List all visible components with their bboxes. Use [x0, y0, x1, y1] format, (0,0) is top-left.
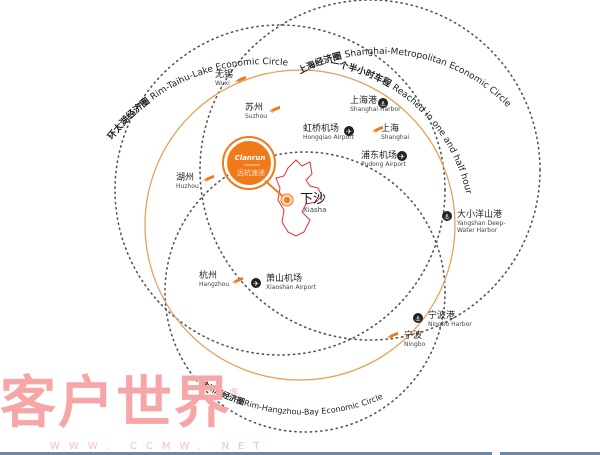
hongqiao-airplane-icon: ✈ — [344, 126, 354, 136]
logo-cn: 远杭速递 — [237, 168, 265, 177]
yangshan-cn: 大小洋山港 — [457, 210, 503, 220]
watermark-text: 客户世界 — [0, 371, 232, 436]
svg-text:✈: ✈ — [399, 153, 405, 161]
hangzhou-en: Hangzhou — [199, 281, 230, 288]
xiasha-marker — [284, 197, 290, 203]
xiasha-en: Xiasha — [303, 206, 327, 214]
shanghai-en: Shanghai — [381, 134, 410, 141]
taihu-circle-title: 环太湖经济圈 Rim-Taihu-Lake Economic Circle — [106, 57, 289, 142]
place-ningbo-harbor: 宁波港 Ningbo Harbor — [428, 312, 472, 328]
svg-text:⚓: ⚓ — [380, 100, 386, 108]
place-hangzhou: 杭州 Hangzhou — [199, 272, 229, 288]
svg-text:⚓: ⚓ — [415, 315, 421, 323]
wuxi-en: Wuxi — [215, 80, 230, 87]
xiaoshan-cn: 萧山机场 — [266, 274, 303, 284]
bottom-border-right — [500, 452, 600, 455]
svg-text:✈: ✈ — [253, 280, 259, 288]
icons-layer: ⚓ ✈ ✈ ⚓ ✈ ⚓ — [203, 76, 452, 340]
place-yangshan-harbor: 大小洋山港 Yangshan Deep- Water Harbor — [457, 211, 505, 234]
ningbo-en: Ningbo — [404, 341, 426, 348]
huzhou-city-bird-icon — [203, 175, 214, 183]
suzhou-cn: 苏州 — [245, 103, 264, 113]
place-huzhou: 湖州 Huzhou — [176, 174, 199, 190]
hongqiao-cn: 虹桥机场 — [303, 124, 340, 134]
shanghai-cn: 上海 — [381, 124, 400, 134]
pudong-cn: 浦东机场 — [361, 151, 398, 161]
svg-text:⚓: ⚓ — [444, 213, 450, 221]
logo-sub: LOGISTICS — [244, 163, 260, 167]
logo-brand: Clanrun — [235, 154, 266, 162]
place-shanghai-harbor: 上海港 Shanghai Harbor — [350, 97, 401, 113]
xiasha-district-outline — [275, 159, 323, 237]
shanghai-harbor-en: Shanghai Harbor — [350, 106, 401, 113]
xiaoshan-airplane-icon: ✈ — [251, 278, 261, 288]
place-xiaoshan-airport: 萧山机场 Xiaoshan Airport — [266, 275, 316, 291]
logo-badge-outer — [222, 136, 276, 190]
route-circle — [144, 69, 456, 381]
watermark-registered: ® — [229, 387, 239, 398]
ningbo-harbor-anchor-icon: ⚓ — [413, 313, 423, 323]
huzhou-en: Huzhou — [176, 183, 199, 190]
shanghai-harbor-cn: 上海港 — [350, 96, 378, 106]
yangshan-anchor-icon: ⚓ — [442, 211, 452, 221]
suzhou-city-bird-icon — [269, 106, 280, 114]
pudong-airplane-icon: ✈ — [397, 151, 407, 161]
ningbo-city-bird-icon — [387, 332, 398, 340]
svg-text:✈: ✈ — [346, 128, 352, 136]
shanghai-city-bird-icon — [372, 126, 383, 134]
suzhou-en: Suzhou — [245, 113, 268, 120]
ningbo-harbor-cn: 宁波港 — [428, 311, 456, 321]
watermark-url: WWW. CCMW. NET — [50, 441, 269, 452]
place-pudong-airport: 浦东机场 Pudong Airport — [361, 152, 406, 168]
ningbo-cn: 宁波 — [404, 331, 423, 341]
ningbo-harbor-en: Ningbo Harbor — [428, 321, 472, 328]
hangzhou-cn: 杭州 — [199, 271, 218, 281]
xiasha-label: 下沙 Xiasha — [300, 193, 326, 214]
yangshan-en-line2: Water Harbor — [457, 227, 498, 234]
place-wuxi: 无锡 Wuxi — [215, 71, 233, 87]
place-suzhou: 苏州 Suzhou — [245, 104, 267, 120]
hangzhou-bay-circle — [164, 151, 446, 433]
pudong-en: Pudong Airport — [361, 161, 406, 168]
place-ningbo: 宁波 Ningbo — [404, 332, 425, 348]
place-shanghai: 上海 Shanghai — [381, 125, 409, 141]
logo-badge — [225, 139, 273, 187]
huzhou-cn: 湖州 — [176, 173, 195, 183]
shanghai-circle — [199, 0, 541, 341]
hongqiao-en: Hongqiao Airport — [303, 134, 355, 141]
hangzhou-city-bird-icon — [232, 277, 243, 285]
wuxi-city-bird-icon — [235, 76, 246, 84]
shanghai-harbor-anchor-icon: ⚓ — [378, 98, 388, 108]
xiaoshan-en: Xiaoshan Airport — [266, 284, 316, 291]
xiasha-cn: 下沙 — [300, 192, 327, 207]
place-hongqiao-airport: 虹桥机场 Hongqiao Airport — [303, 125, 354, 141]
taihu-circle — [114, 24, 446, 356]
yangshan-en-line1: Yangshan Deep- — [457, 220, 506, 227]
wuxi-cn: 无锡 — [215, 70, 234, 80]
bottom-border — [0, 452, 492, 455]
